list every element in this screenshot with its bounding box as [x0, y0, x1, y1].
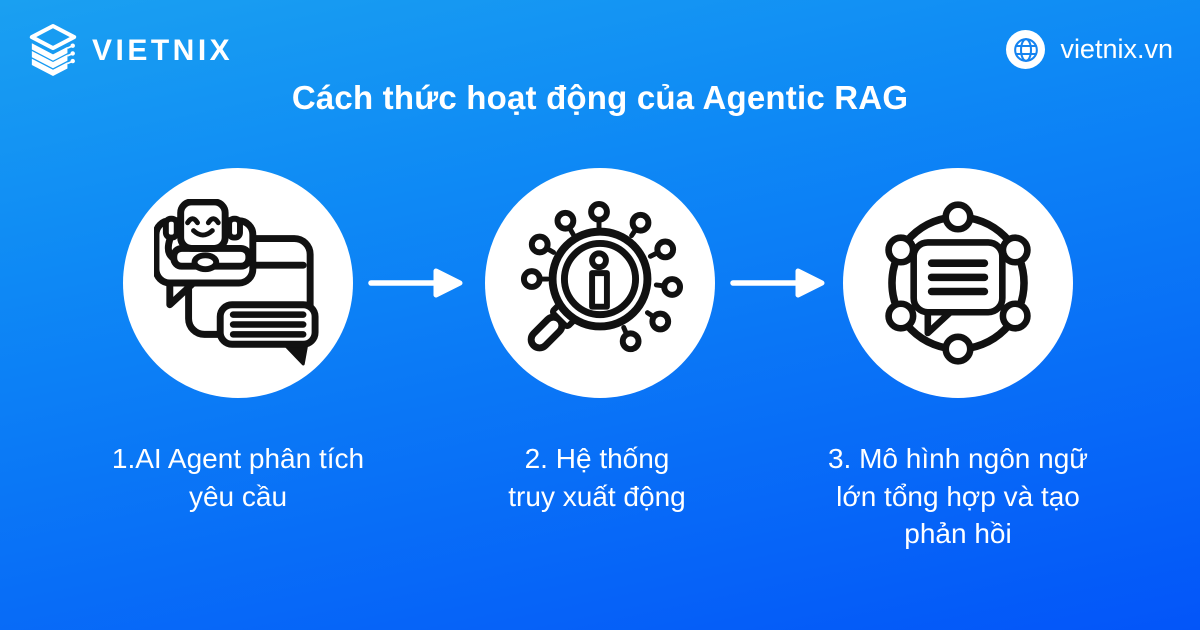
step-2-label: 2. Hệ thống truy xuất động: [417, 440, 777, 515]
chatbot-conversation-icon: [154, 199, 319, 366]
step-1-label-line-2: yêu cầu: [188, 480, 288, 512]
logo-text: VIETNIX: [92, 34, 234, 67]
step-1-label: 1.AI Agent phân tích yêu cầu: [58, 440, 418, 515]
arrow-right-icon: [368, 268, 463, 298]
arrow-right-icon: [730, 268, 825, 298]
step-2-circle: [485, 168, 715, 398]
network-chat-bubble-icon: [885, 201, 1031, 365]
step-1-circle: [123, 168, 353, 398]
vietnix-logo: VIETNIX: [28, 22, 233, 80]
website-badge: vietnix.vn: [1006, 30, 1173, 69]
website-label: vietnix.vn: [1060, 34, 1173, 64]
vietnix-stacked-layers-icon: [29, 23, 77, 76]
step-2-label-line-1: 2. Hệ thống: [524, 443, 670, 474]
step-3-circle: [843, 168, 1073, 398]
step-1-label-line-1: 1.AI Agent phân tích: [111, 443, 365, 474]
step-3-label-line-2: lớn tổng hợp và tạo: [836, 480, 1080, 512]
step-3-label: 3. Mô hình ngôn ngữ lớn tổng hợp và tạo …: [778, 440, 1138, 553]
globe-icon: [1006, 30, 1046, 69]
step-3-label-line-1: 3. Mô hình ngôn ngữ: [827, 443, 1089, 474]
step-3-label-line-3: phản hồi: [904, 518, 1012, 549]
step-2-label-line-2: truy xuất động: [508, 480, 686, 512]
magnifier-info-retrieval-icon: [520, 200, 684, 353]
page-title: Cách thức hoạt động của Agentic RAG: [291, 79, 909, 116]
